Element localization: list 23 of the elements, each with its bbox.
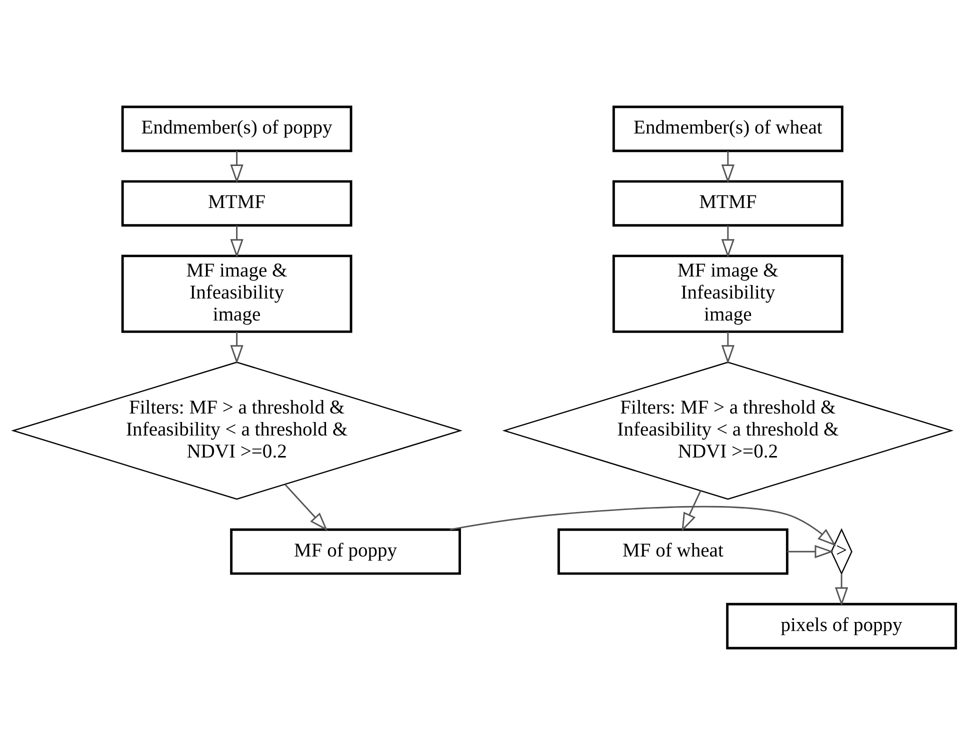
node-diamond: >	[830, 528, 852, 575]
node-diamond: Filters: MF > a threshold & Infeasibility < a threshold & NDVI >=0.2	[502, 361, 954, 500]
arrow	[230, 331, 244, 364]
arrow	[721, 150, 735, 183]
node-box: MTMF	[121, 180, 352, 226]
arrow	[682, 490, 702, 532]
arrow	[834, 573, 848, 606]
node-box: Endmember(s) of poppy	[121, 105, 352, 152]
node-diamond: Filters: MF > a threshold & Infeasibility < a threshold & NDVI >=0.2	[11, 361, 462, 500]
node-box: MF of wheat	[558, 528, 788, 574]
node-box: MF image & Infeasibility image	[612, 254, 844, 332]
arrow	[450, 505, 836, 546]
node-box: pixels of poppy	[726, 602, 957, 649]
node-box: MF of poppy	[230, 528, 461, 574]
arrow	[230, 150, 244, 183]
node-box: MF image & Infeasibility image	[121, 254, 352, 332]
node-box: Endmember(s) of wheat	[612, 105, 844, 152]
arrow	[230, 224, 244, 258]
arrow	[284, 484, 328, 530]
node-box: MTMF	[612, 180, 844, 226]
arrow	[721, 224, 735, 258]
arrow	[721, 331, 735, 364]
arrow	[787, 544, 834, 558]
